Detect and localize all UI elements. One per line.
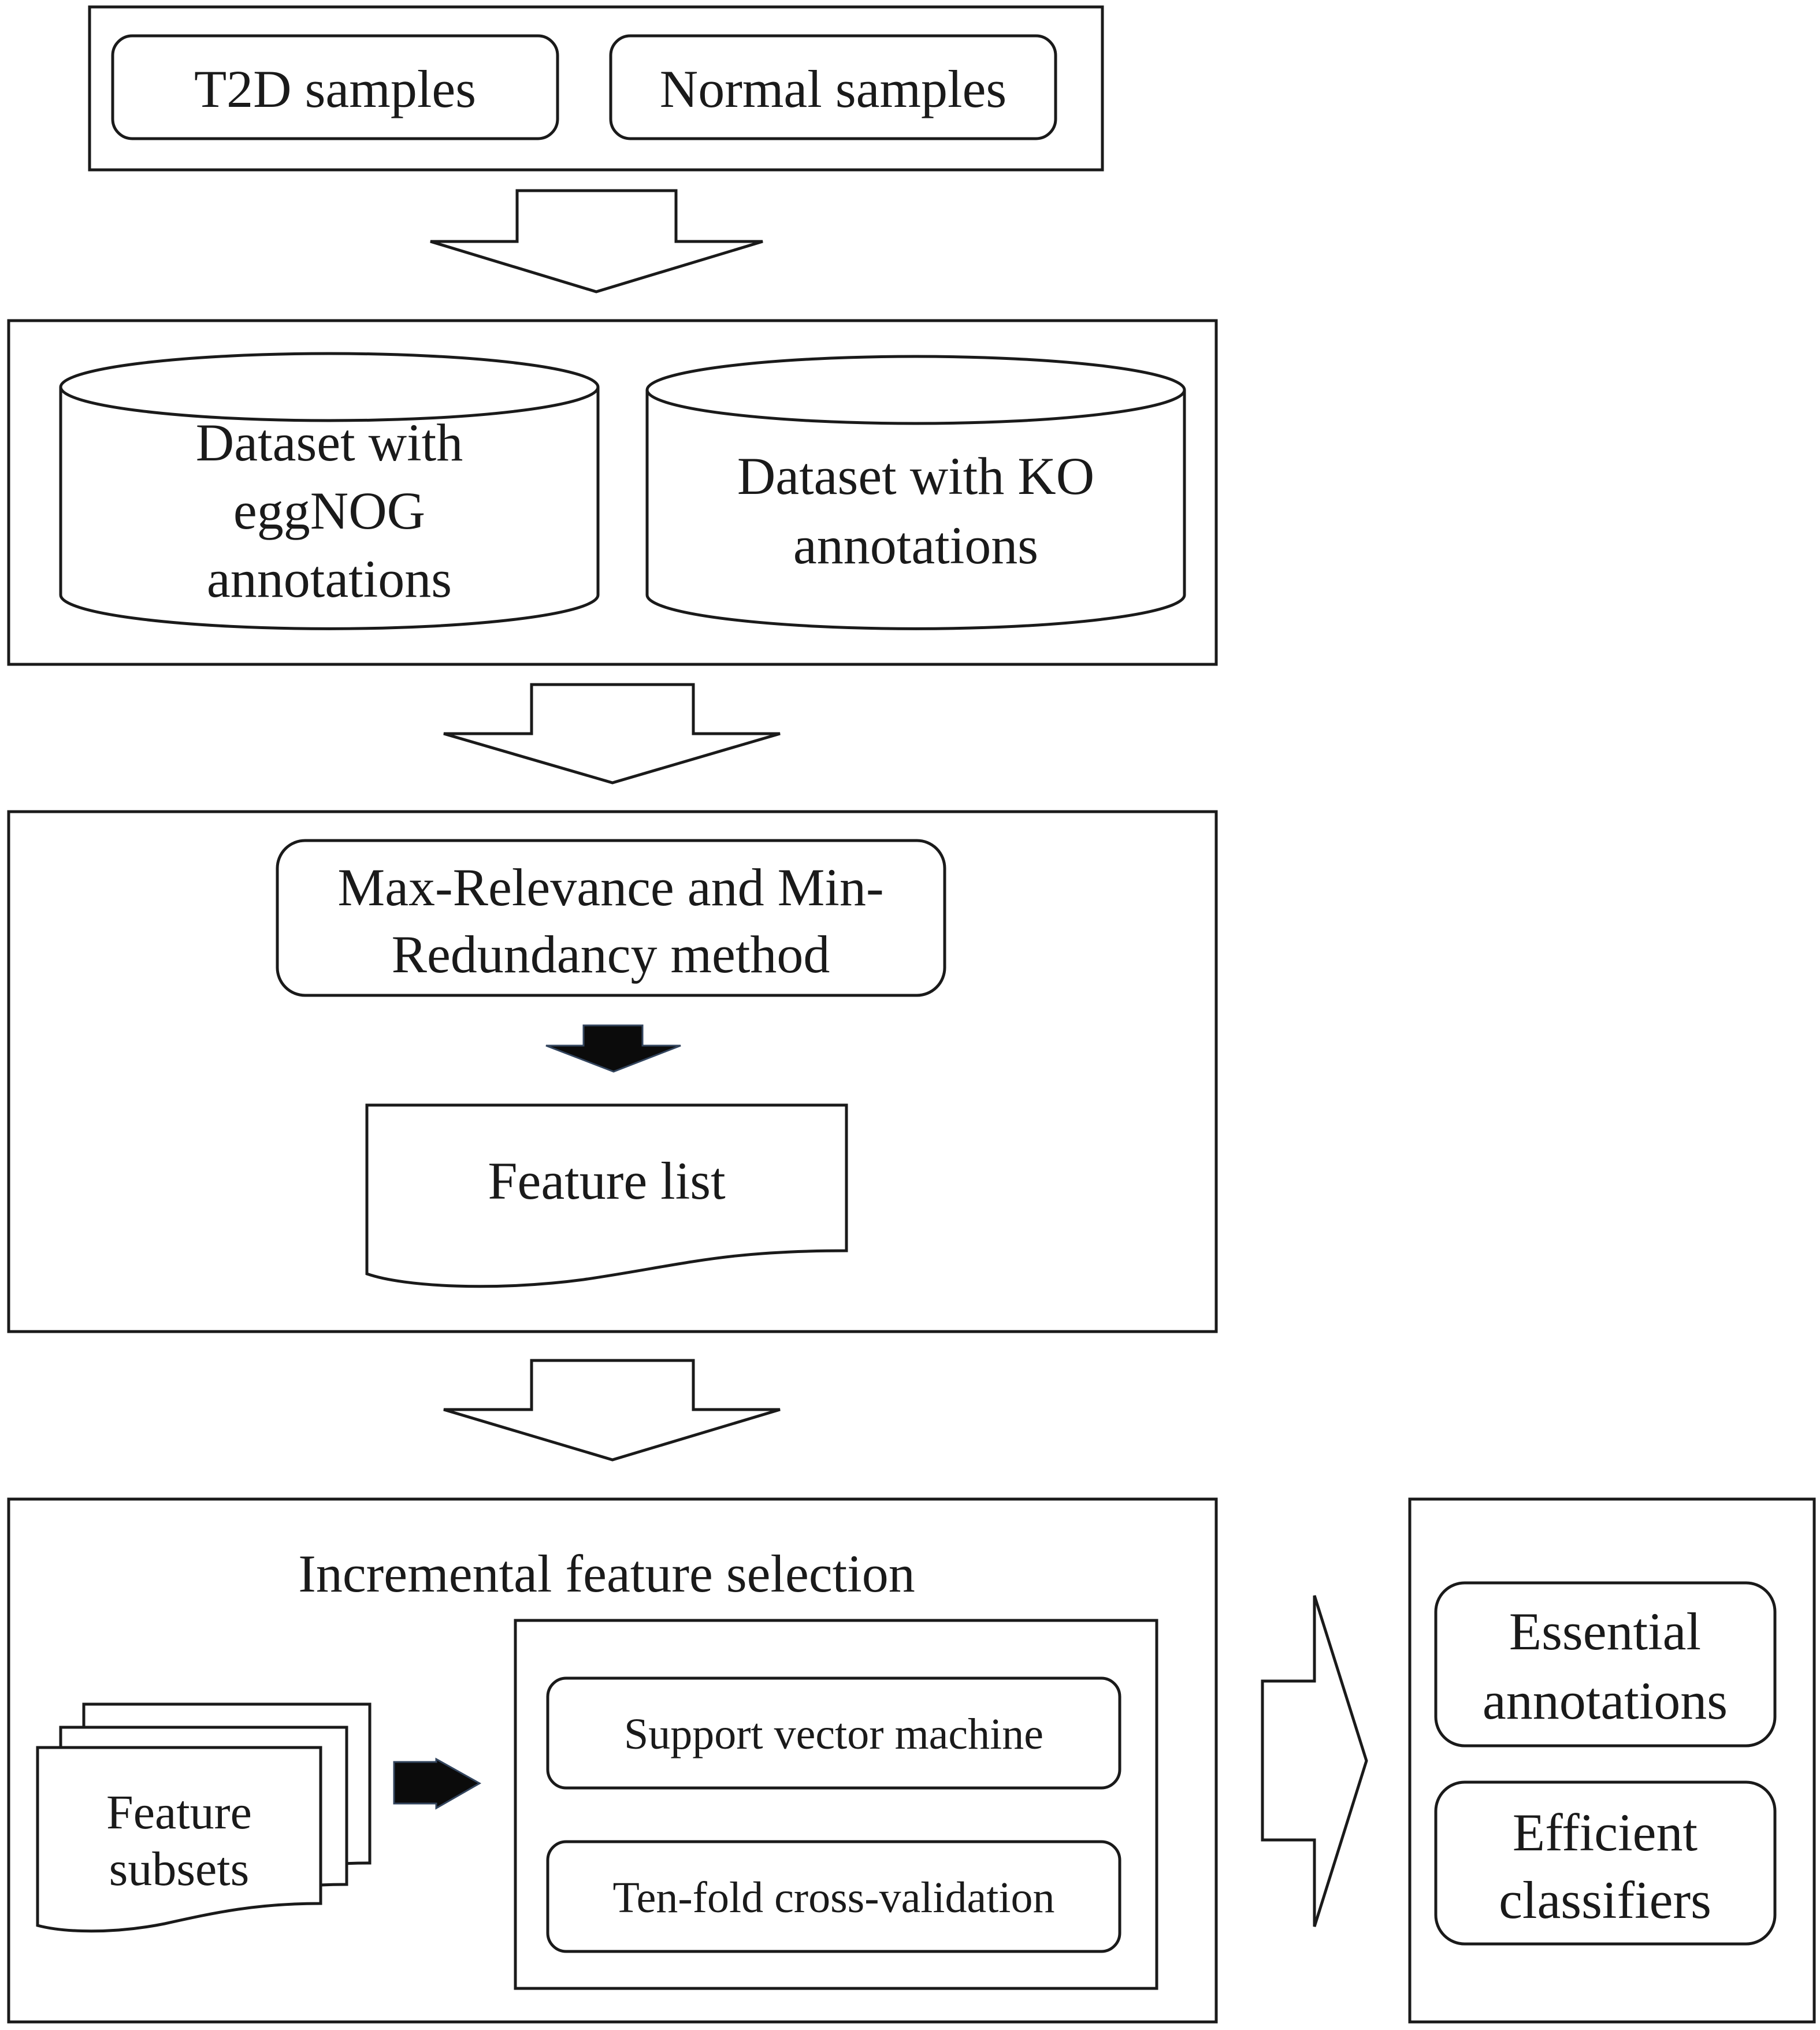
t2d-samples-box: T2D samples	[111, 34, 559, 140]
eggnog-dataset-line-2: eggNOG	[233, 481, 425, 540]
feature-subsets-line-1: Feature	[106, 1786, 252, 1839]
ifs-panel: Incremental feature selection Feature su…	[7, 1497, 1218, 2024]
down-arrow-2	[443, 683, 781, 785]
feature-list-label: Feature list	[488, 1151, 726, 1210]
efficient-classifiers-line-2: classifiers	[1499, 1871, 1711, 1929]
eggnog-dataset-cylinder: Dataset with eggNOG annotations	[59, 352, 600, 630]
svm-box: Support vector machine	[546, 1676, 1121, 1790]
cross-validation-label: Ten-fold cross-validation	[612, 1873, 1054, 1922]
normal-samples-box: Normal samples	[609, 34, 1057, 140]
down-arrow-3	[443, 1359, 781, 1462]
cross-validation-box: Ten-fold cross-validation	[546, 1840, 1121, 1953]
essential-annotations-line-1: Essential	[1509, 1602, 1701, 1661]
ko-dataset-line-2: annotations	[793, 516, 1038, 575]
classifier-inner-panel: Support vector machine Ten-fold cross-va…	[514, 1619, 1158, 1990]
ko-dataset-line-1: Dataset with KO	[737, 447, 1094, 505]
eggnog-dataset-line-3: annotations	[207, 549, 452, 608]
t2d-samples-label: T2D samples	[194, 60, 476, 118]
down-arrow-solid	[545, 1024, 681, 1073]
mrmr-method-line-2: Redundancy method	[392, 925, 830, 984]
feature-subsets-stack: Feature subsets	[36, 1702, 372, 1933]
essential-annotations-box: Essential annotations	[1434, 1581, 1777, 1748]
mrmr-method-line-1: Max-Relevance and Min-	[337, 858, 883, 917]
normal-samples-label: Normal samples	[660, 60, 1006, 118]
mrmr-panel: Max-Relevance and Min- Redundancy method…	[7, 810, 1218, 1333]
right-arrow-solid	[393, 1757, 482, 1810]
eggnog-dataset-line-1: Dataset with	[196, 413, 463, 472]
efficient-classifiers-box: Efficient classifiers	[1434, 1780, 1777, 1946]
feature-subsets-line-2: subsets	[109, 1842, 250, 1896]
samples-panel: T2D samples Normal samples	[88, 5, 1104, 172]
svm-label: Support vector machine	[624, 1710, 1043, 1758]
ifs-title: Incremental feature selection	[298, 1544, 915, 1603]
right-arrow-outline	[1261, 1595, 1368, 1927]
ko-dataset-cylinder: Dataset with KO annotations	[645, 355, 1186, 630]
results-panel: Essential annotations Efficient classifi…	[1408, 1497, 1816, 2024]
efficient-classifiers-line-1: Efficient	[1513, 1803, 1698, 1862]
datasets-panel: Dataset with eggNOG annotations Dataset …	[7, 319, 1218, 666]
essential-annotations-line-2: annotations	[1483, 1671, 1728, 1730]
mrmr-method-box: Max-Relevance and Min- Redundancy method	[276, 839, 946, 997]
feature-list-document: Feature list	[365, 1103, 848, 1288]
down-arrow-1	[430, 189, 763, 293]
